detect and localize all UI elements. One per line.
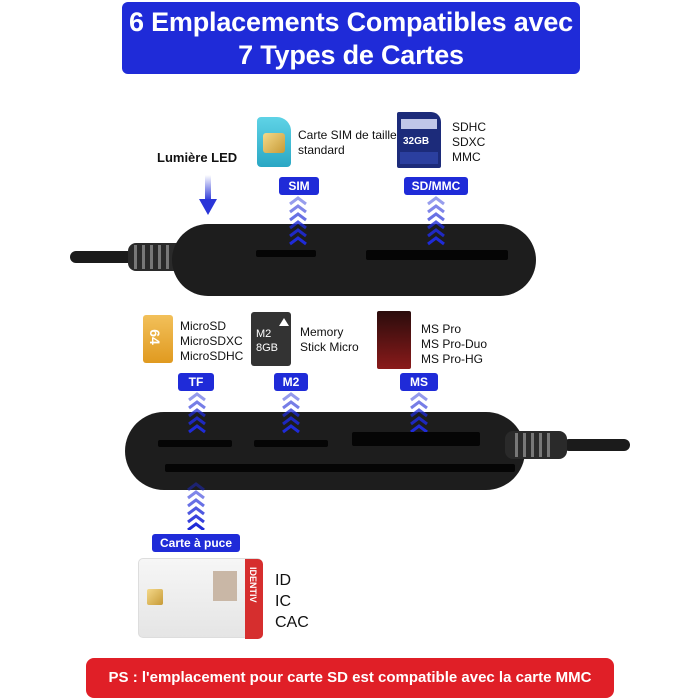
smartcard-chevron-icon — [187, 482, 205, 530]
sim-card-image — [257, 117, 291, 167]
sd-slot[interactable] — [366, 250, 508, 260]
sim-slot[interactable] — [256, 250, 316, 257]
microsd-card-image: 64 — [143, 315, 173, 363]
lower-cable — [505, 431, 630, 459]
smartcard-badge: Carte à puce — [152, 534, 240, 552]
ms-card-image — [377, 311, 411, 369]
sd-chevron-icon — [427, 196, 445, 246]
tf-slot[interactable] — [158, 440, 232, 447]
led-label: Lumière LED — [157, 150, 238, 165]
m2-slot[interactable] — [254, 440, 328, 447]
led-arrow-icon — [199, 175, 217, 215]
ms-slot[interactable] — [352, 432, 480, 446]
m2-card-image: M2 8GB — [251, 312, 291, 366]
sd-card-image: 32GB — [397, 112, 441, 168]
id-card-image: IDENTIV — [138, 558, 263, 639]
title-line-1: 6 Emplacements Compatibles avec — [129, 7, 573, 37]
sim-chevron-icon — [289, 196, 307, 246]
m2-badge: M2 — [274, 373, 308, 391]
title-line-2: 7 Types de Cartes — [238, 40, 464, 70]
title-banner: 6 Emplacements Compatibles avec 7 Types … — [122, 2, 580, 74]
sim-badge: SIM — [279, 177, 319, 195]
smartcard-slot[interactable] — [165, 464, 515, 472]
ms-chevron-icon — [410, 392, 428, 432]
ps-note-banner: PS : l'emplacement pour carte SD est com… — [86, 658, 614, 698]
sdmmc-badge: SD/MMC — [404, 177, 468, 195]
m2-chevron-icon — [282, 392, 300, 434]
tf-chevron-icon — [188, 392, 206, 434]
upper-cable — [70, 243, 186, 271]
upper-reader-body — [172, 224, 536, 296]
lower-reader-body — [125, 412, 525, 490]
tf-badge: TF — [178, 373, 214, 391]
ms-badge: MS — [400, 373, 438, 391]
